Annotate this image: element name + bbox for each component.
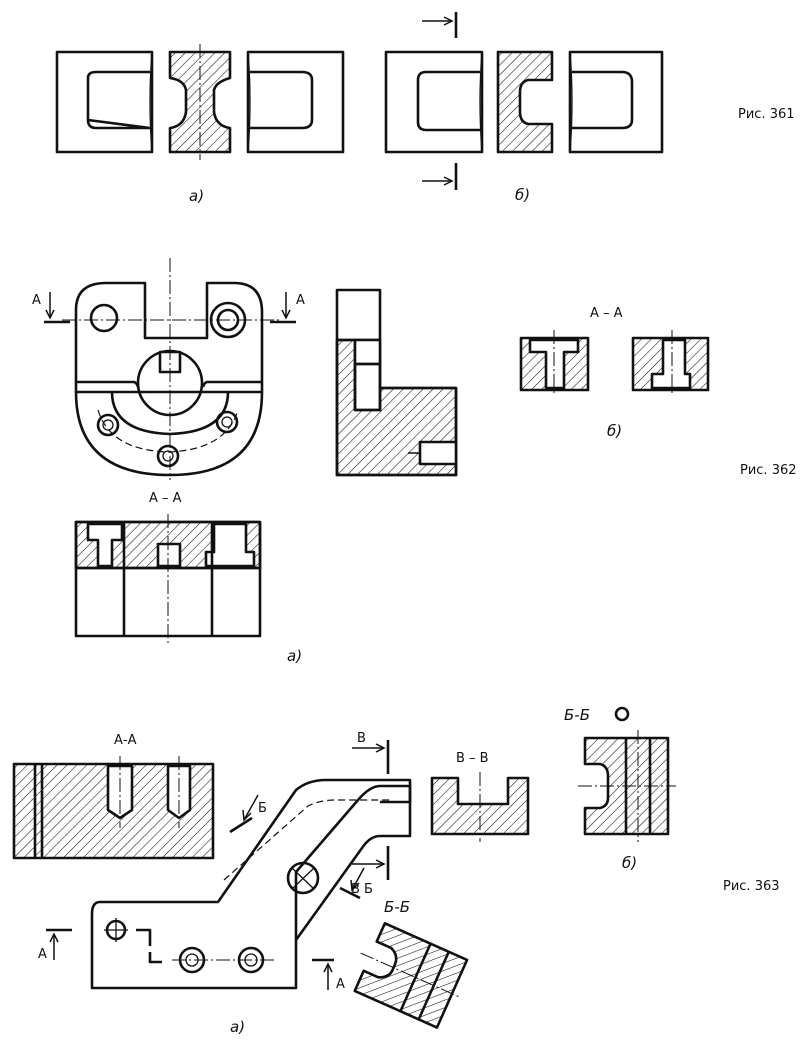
- fig363-cut-a-left: А: [38, 947, 47, 962]
- fig363-section-aa: А-А: [12, 733, 215, 860]
- fig363-section-aa-title: А-А: [114, 733, 137, 748]
- fig363-cut-v-top: В: [357, 731, 366, 746]
- fig362-section-a: А – А а): [74, 491, 302, 665]
- fig362-label-a: а): [287, 647, 302, 665]
- fig362-section-a-title: А – А: [149, 491, 182, 506]
- figure-363: А-А В: [12, 706, 780, 1036]
- fig363-label-b: б): [622, 854, 637, 872]
- fig361-label-b: б): [515, 186, 530, 204]
- fig361-view-b: [384, 12, 664, 190]
- fig363-section-bb-b: Б-Б б): [564, 706, 676, 872]
- fig363-section-bb-rot-title: Б-Б: [384, 898, 410, 916]
- fig362-caption: Рис. 362: [740, 463, 797, 478]
- figure-361: а) б) Рис. 361: [55, 12, 795, 205]
- rotated-view-icon: [614, 706, 630, 722]
- fig361-view-a: [55, 44, 345, 160]
- fig362-cut-right: А: [296, 293, 305, 308]
- fig363-caption: Рис. 363: [723, 879, 780, 894]
- figure-362: А А А – А б) А – А: [32, 258, 797, 665]
- fig362-cut-left: А: [32, 293, 41, 308]
- fig363-label-a: а): [230, 1018, 245, 1036]
- fig362-label-b: б): [607, 422, 622, 440]
- fig362-plan-view: А А: [32, 258, 305, 480]
- fig362-section-b: А – А б): [519, 306, 710, 440]
- fig362-section-b-title: А – А: [590, 306, 623, 321]
- fig363-section-bb-rotated: Б-Б: [353, 898, 469, 1029]
- fig363-section-bb-top-title: Б-Б: [564, 706, 590, 724]
- fig363-main-part: В Б В Б А А а): [38, 731, 412, 1036]
- fig363-cut-vb: В Б: [351, 882, 373, 897]
- fig361-caption: Рис. 361: [738, 107, 795, 122]
- fig363-cut-a-right: А: [336, 977, 345, 992]
- fig362-side-view: [335, 288, 458, 477]
- fig363-section-vv-title: В – В: [456, 751, 489, 766]
- fig361-label-a: а): [189, 187, 204, 205]
- fig363-cut-b-upper: Б: [258, 801, 267, 816]
- fig363-section-vv: В – В: [430, 751, 530, 842]
